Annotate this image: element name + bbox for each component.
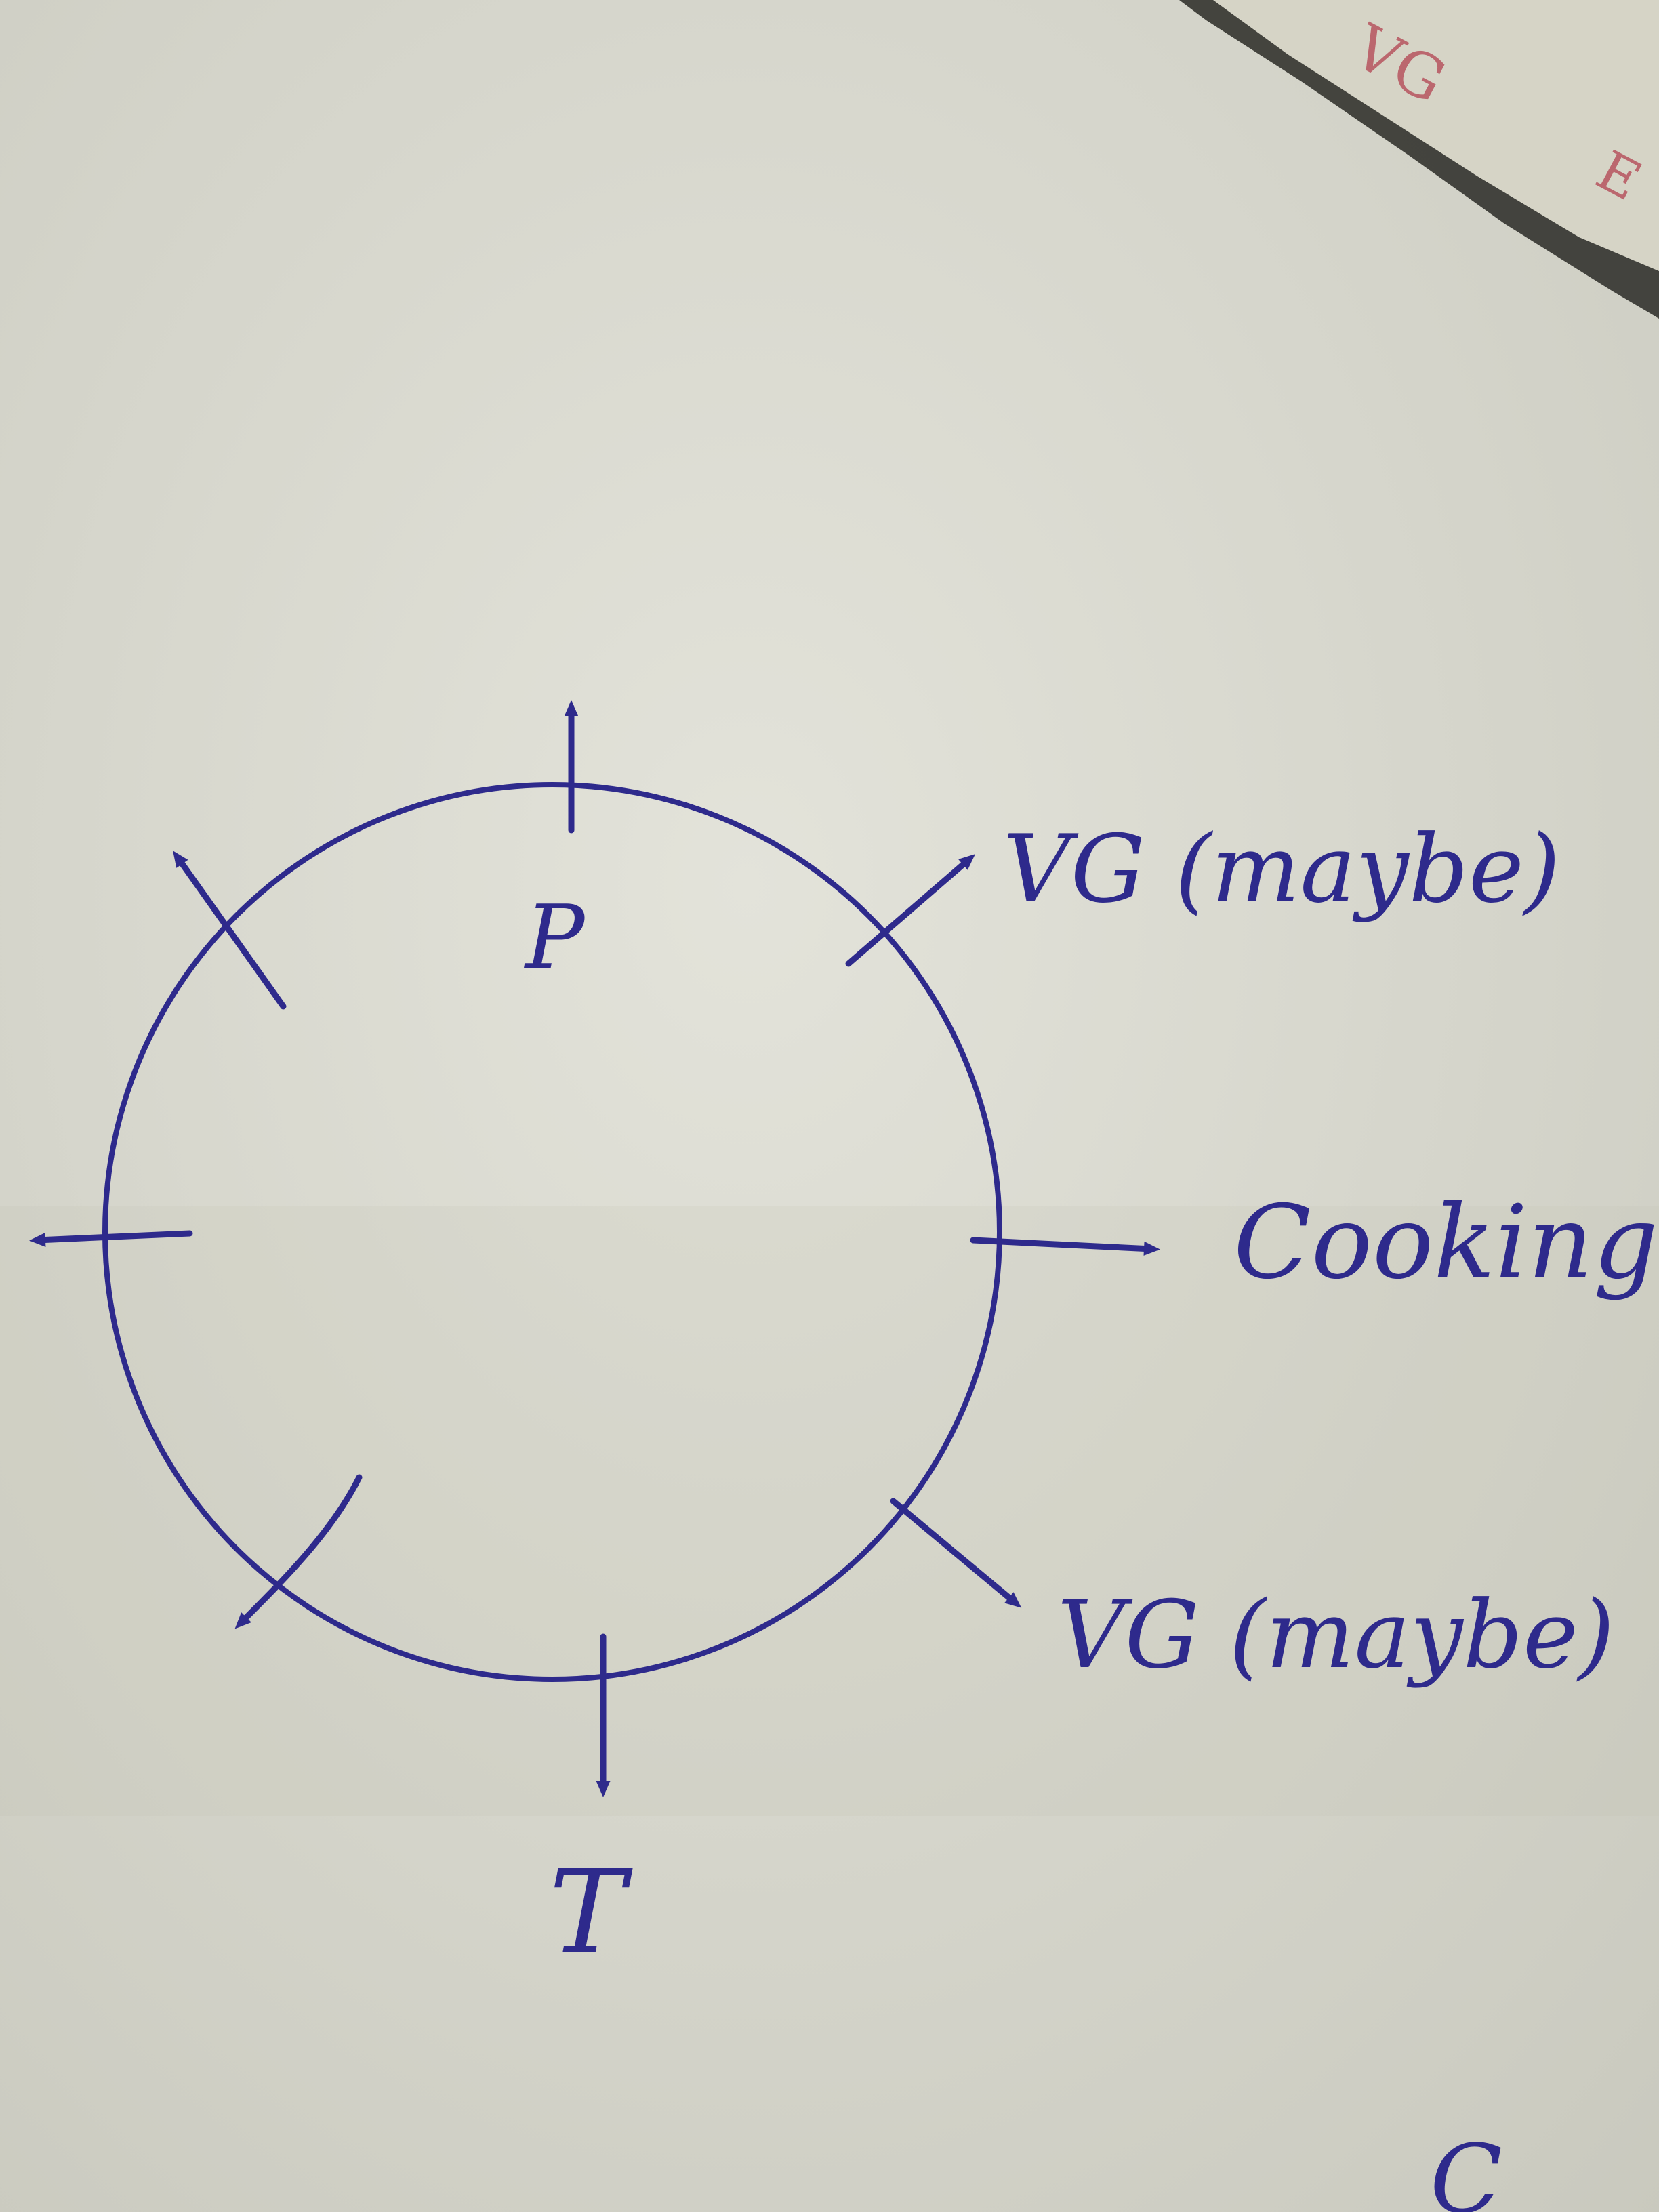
corner-fragment: C (1430, 2125, 1502, 2212)
paper-scrap: VG E (1179, 0, 1659, 319)
radial-arrows (29, 700, 1160, 1797)
arrow-left (29, 1230, 193, 1247)
paper-fold-shade (0, 1206, 1659, 1816)
label-lower-right: VG (maybe) (1057, 1580, 1615, 1689)
arrow-upper-left (173, 851, 287, 1010)
arrow-lower-right (890, 1498, 1022, 1608)
main-circle (102, 782, 1002, 1682)
arrow-lower-left (234, 1474, 363, 1629)
bottom-label: T (549, 1845, 633, 1980)
arrow-upper-right (845, 854, 976, 967)
arrow-right (970, 1237, 1160, 1256)
center-label: P (524, 886, 586, 989)
label-right: Cooking (1233, 1184, 1658, 1302)
label-upper-right: VG (maybe) (1003, 815, 1561, 924)
